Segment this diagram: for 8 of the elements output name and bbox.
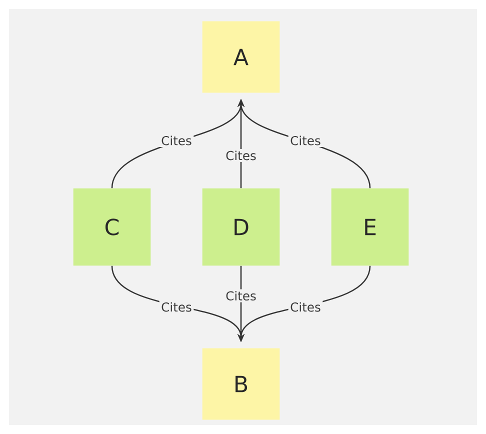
sticky-note: E xyxy=(331,188,409,266)
edge-label: Cites xyxy=(159,134,194,148)
edge-label: Cites xyxy=(224,289,258,302)
sticky-note: B xyxy=(202,348,280,420)
sticky-note: A xyxy=(202,21,280,93)
sticky-note: D xyxy=(202,188,280,266)
sticky-note: C xyxy=(73,188,151,266)
edge-label: Cites xyxy=(288,134,323,148)
